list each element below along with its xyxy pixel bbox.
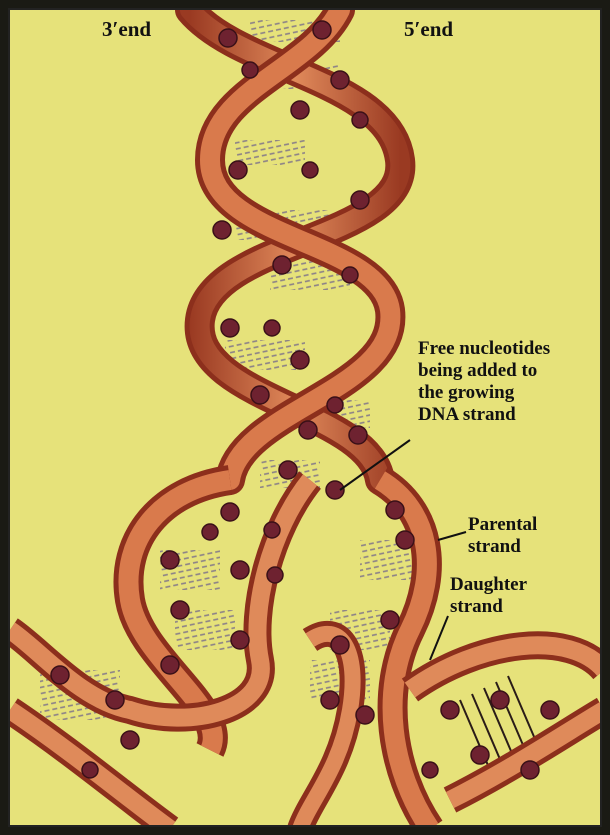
three-prime-end-label: 3′end [102, 18, 151, 40]
free-nucleotides-line: Free nucleotides [418, 338, 550, 360]
right-daughter-helix [300, 480, 602, 827]
daughter-strand-line: Daughter [450, 574, 527, 596]
daughter-strand-label: Daughter strand [450, 574, 527, 618]
daughter-strand-line: strand [450, 596, 527, 618]
five-prime-end-label: 5′end [404, 18, 453, 40]
dna-replication-diagram: 3′end 5′end Free nucleotides being added… [8, 8, 602, 827]
parental-strand-line: strand [468, 536, 537, 558]
parental-strand-line: Parental [468, 514, 537, 536]
free-nucleotides-line: DNA strand [418, 404, 550, 426]
free-nucleotides-label: Free nucleotides being added to the grow… [418, 338, 550, 426]
free-nucleotides-line: the growing [418, 382, 550, 404]
free-nucleotides-line: being added to [418, 360, 550, 382]
parental-strand-label: Parental strand [468, 514, 537, 558]
